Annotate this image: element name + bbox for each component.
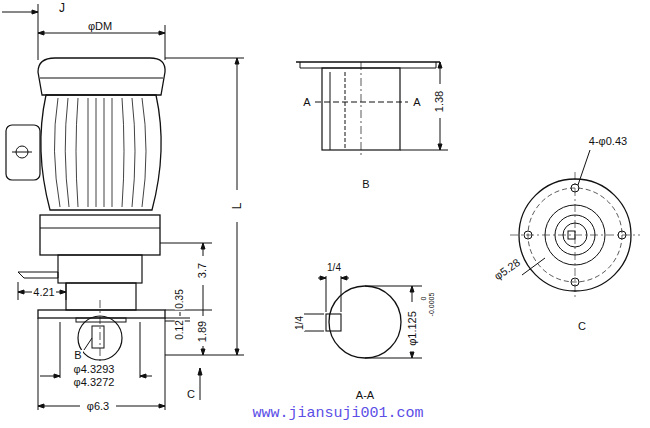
dimension-label: φ5.28 bbox=[491, 256, 522, 283]
dimension-label: 0 bbox=[421, 295, 428, 301]
dimension-label: A bbox=[412, 97, 421, 108]
dimension-label: J bbox=[58, 2, 66, 14]
dimension-label: B bbox=[73, 350, 82, 361]
dimension-label: 1/4 bbox=[295, 315, 305, 331]
dimension-label: C bbox=[186, 389, 196, 400]
dimension-label: φ4.3293 bbox=[73, 364, 116, 375]
dimension-label: L bbox=[231, 202, 243, 211]
dimension-label: A bbox=[302, 97, 311, 108]
dimension-label: 4-φ0.43 bbox=[588, 136, 628, 147]
dimension-label: 1.89 bbox=[197, 319, 208, 342]
dimension-label: 3.7 bbox=[197, 261, 208, 278]
dimension-label: φ1.125 bbox=[406, 310, 417, 347]
dimension-label: 1.38 bbox=[434, 89, 445, 112]
dimension-label: 0.12 bbox=[175, 319, 185, 340]
dimension-label: 4.21 bbox=[32, 287, 55, 298]
dimension-label: φ4.3272 bbox=[73, 377, 116, 388]
dimension-label: -0.0005 bbox=[429, 291, 436, 317]
dimension-label: φ6.3 bbox=[86, 401, 110, 412]
dimension-label: B bbox=[361, 179, 370, 190]
watermark: www.jiansuji001.com bbox=[251, 406, 424, 421]
dimension-label: C bbox=[577, 321, 587, 332]
dimension-label: 0.35 bbox=[175, 288, 185, 309]
dimension-label: φDM bbox=[87, 21, 113, 32]
dimension-label: A-A bbox=[355, 390, 375, 401]
dimension-label: 1/4 bbox=[326, 263, 342, 273]
